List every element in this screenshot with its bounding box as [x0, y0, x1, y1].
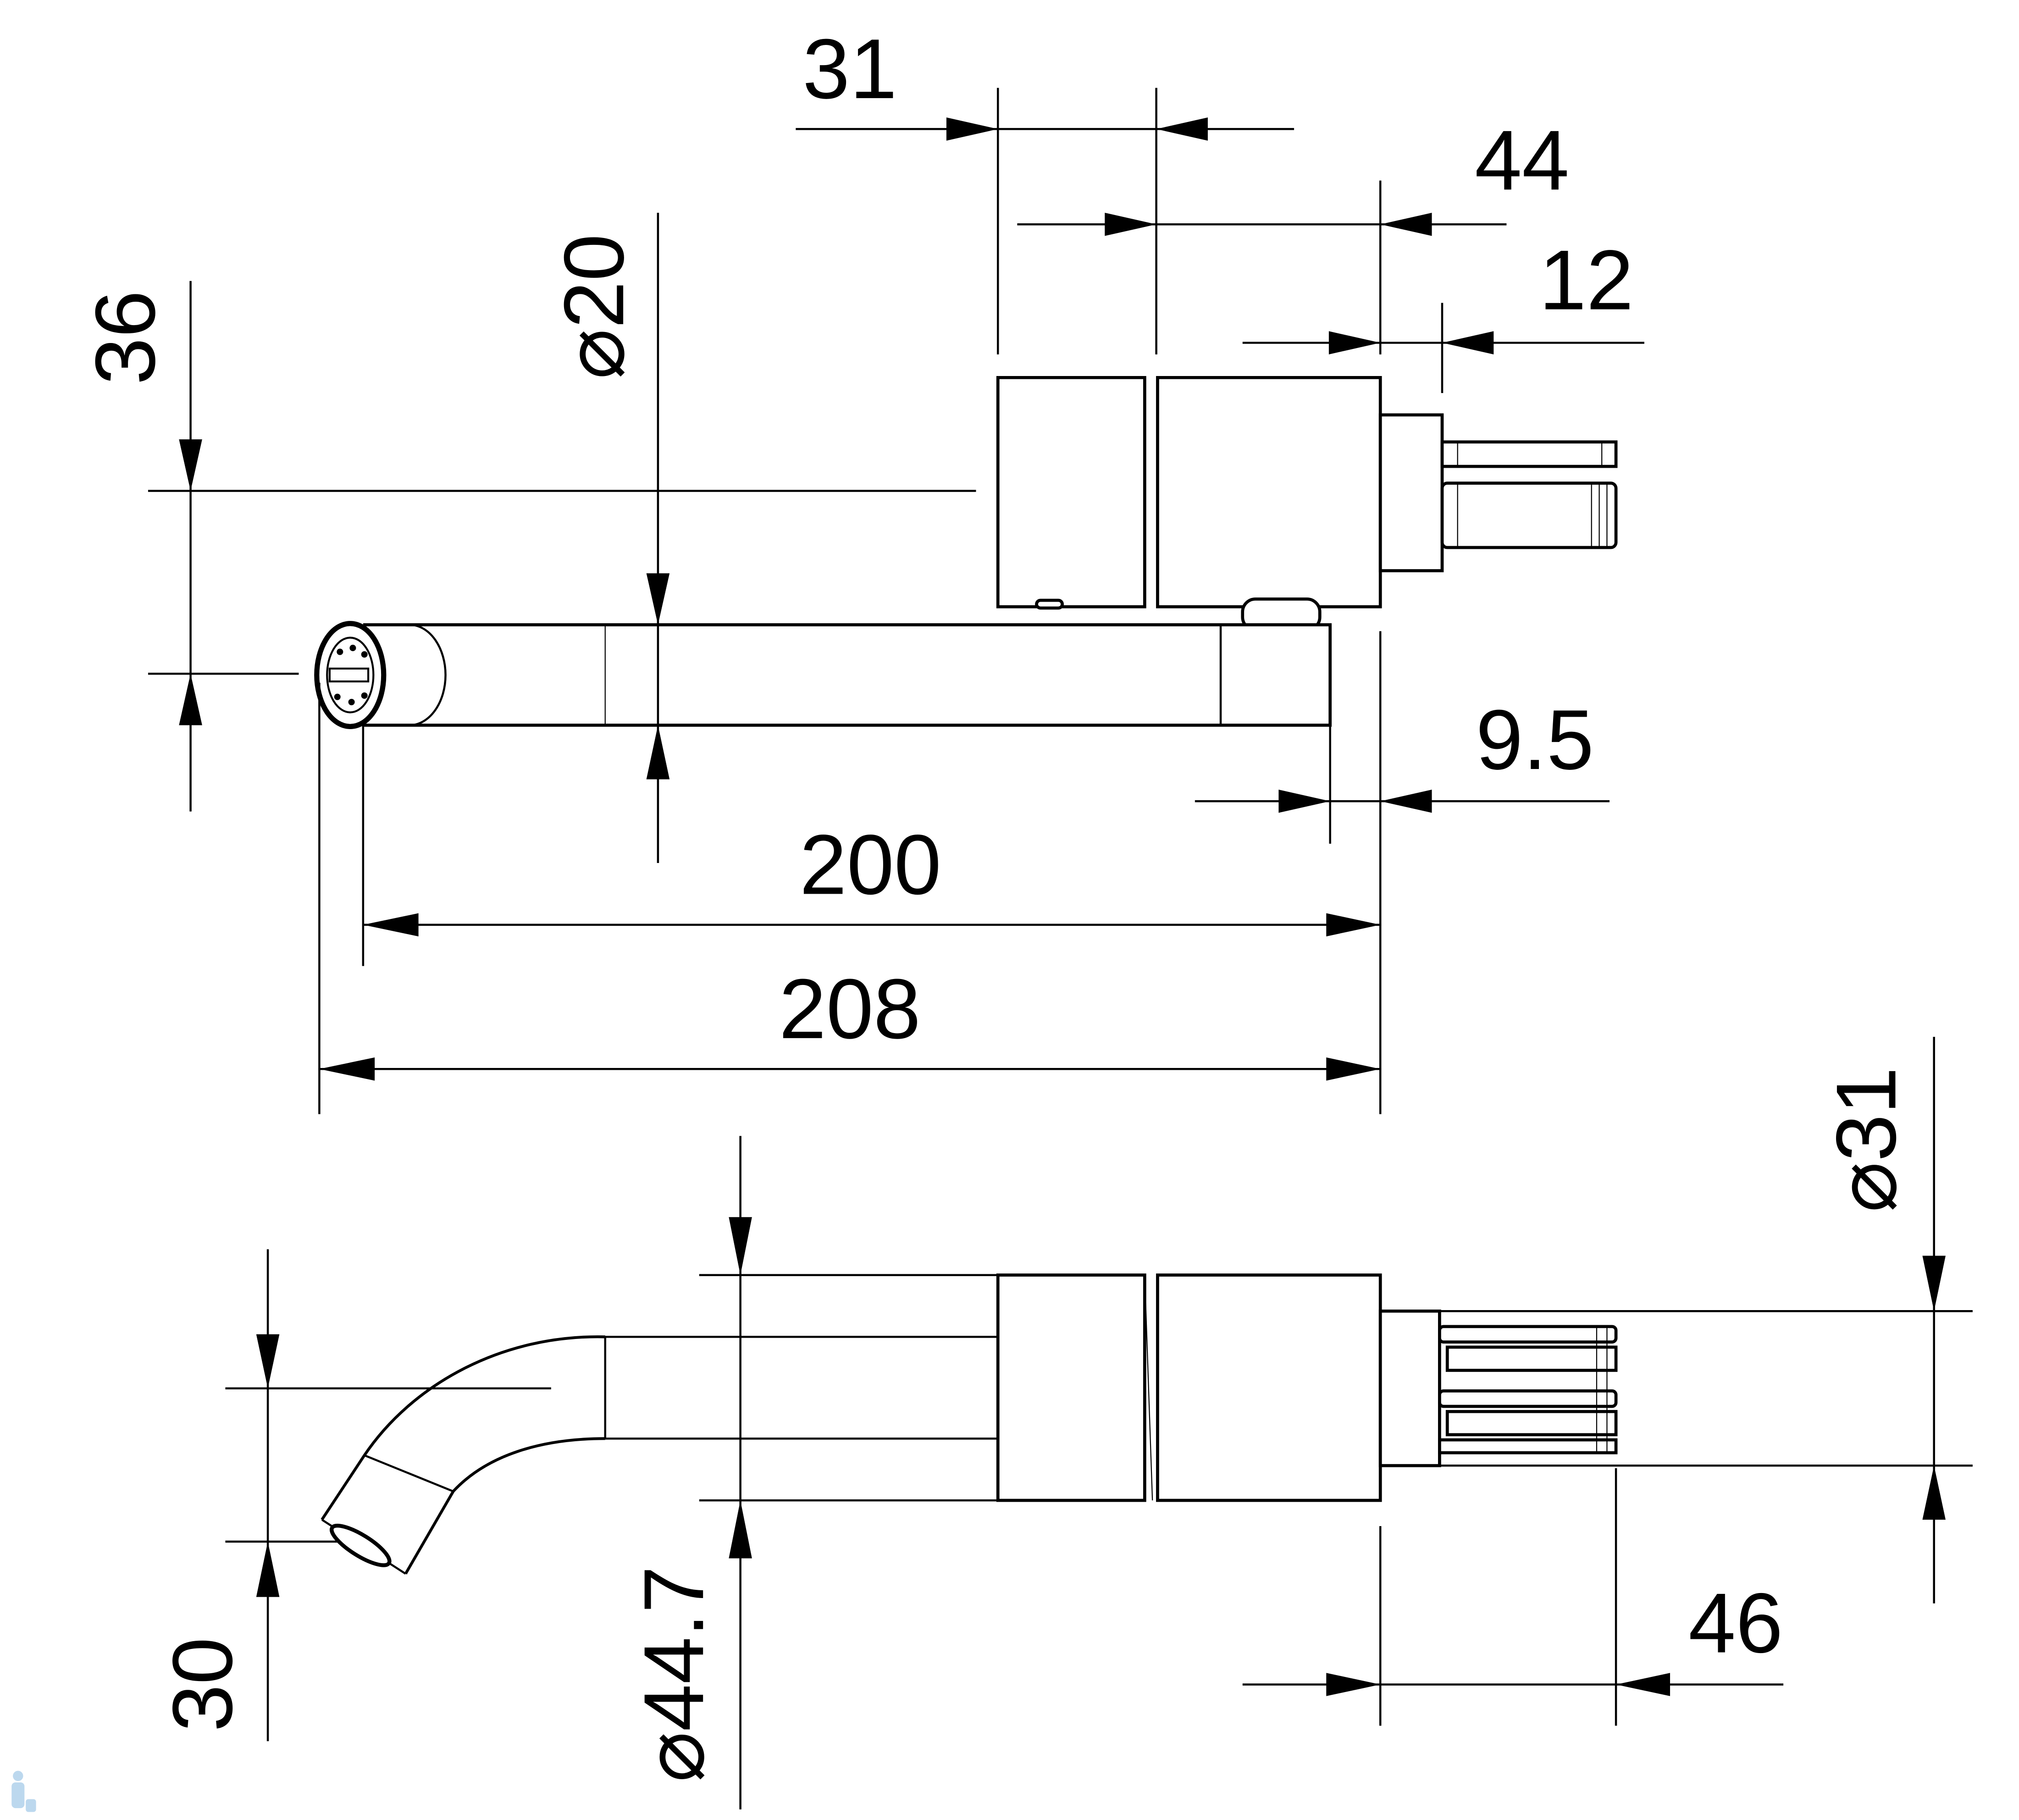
- dimension-arrows-top: [179, 117, 1494, 1081]
- mixer-body-right: [1156, 376, 1382, 609]
- dim-dia31-label: ⌀31: [1819, 1067, 1914, 1213]
- dim-208-label: 208: [779, 962, 921, 1057]
- top-view: 31 44 12 36 ⌀20 9.5 200 208: [78, 22, 1644, 1114]
- wall-flange: [1378, 413, 1444, 572]
- connector-rod-upper: [1440, 440, 1618, 468]
- watermark-logo: [11, 1770, 36, 1812]
- dim-12-label: 12: [1539, 233, 1633, 328]
- dim-36-label: 36: [78, 290, 173, 385]
- connector-rod-lower: [1440, 481, 1618, 549]
- spout-body: [363, 623, 1332, 727]
- aerator: [314, 621, 387, 729]
- dim-dia20-label: ⌀20: [547, 234, 642, 380]
- mixer-body-right-side: [1156, 1273, 1382, 1502]
- dim-46-label: 46: [1688, 1576, 1783, 1671]
- dim-30-label: 30: [155, 1637, 250, 1731]
- extension-lines-top: [148, 88, 1444, 1114]
- side-view: ⌀31 46 ⌀44.7 30: [155, 1037, 1973, 1809]
- aerator-side: [329, 1523, 392, 1567]
- dim-dia44-7-label: ⌀44.7: [626, 1566, 721, 1782]
- mixer-body-left-side: [996, 1273, 1146, 1502]
- dim-200-label: 200: [800, 817, 941, 912]
- dim-44-label: 44: [1475, 113, 1569, 208]
- wall-flange-side: [1378, 1309, 1441, 1467]
- connector-rods-side: [1438, 1325, 1618, 1455]
- dimension-arrows-side: [256, 1217, 1946, 1696]
- spout-side: [321, 1274, 998, 1575]
- extension-lines-side: [225, 1310, 1973, 1726]
- mixer-body-left: [996, 376, 1146, 609]
- dim-9-5-label: 9.5: [1476, 692, 1594, 787]
- connector-ribs: [1457, 483, 1608, 548]
- dim-31-label: 31: [802, 22, 897, 116]
